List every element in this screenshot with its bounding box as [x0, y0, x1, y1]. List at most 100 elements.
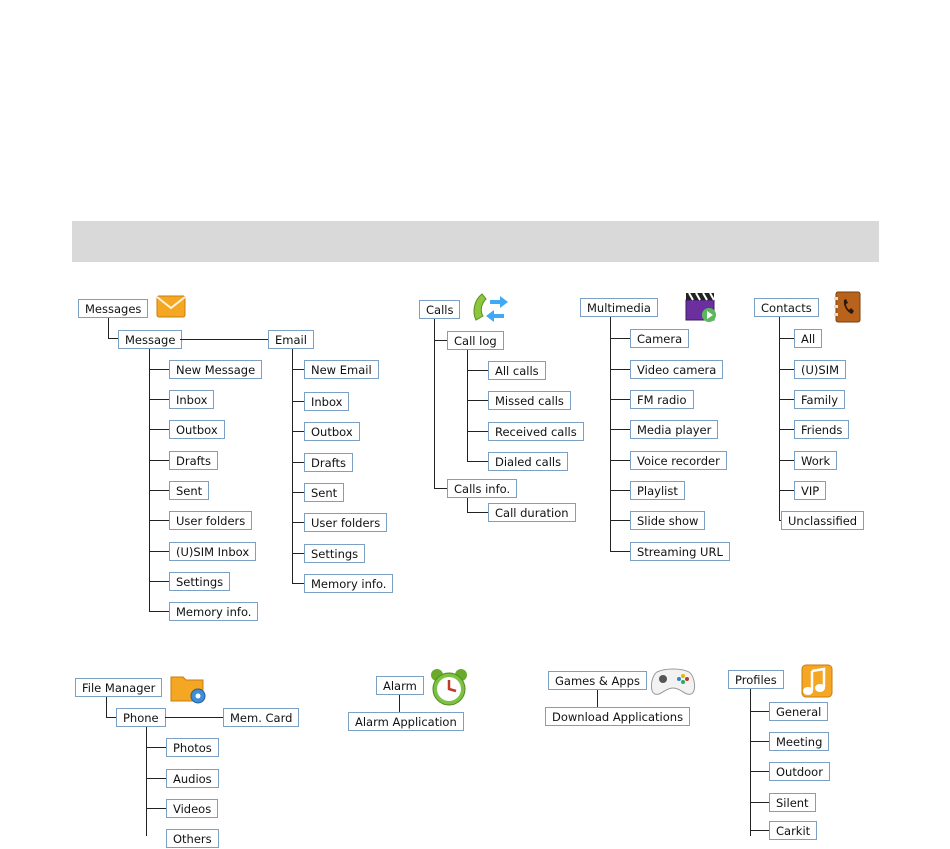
message-item: Settings	[169, 572, 231, 591]
connector	[292, 553, 304, 554]
message-node: Message	[118, 330, 183, 349]
connector	[292, 431, 304, 432]
connector	[779, 369, 794, 370]
call-log-item: Dialed calls	[488, 452, 569, 471]
phone-item: Audios	[166, 769, 219, 788]
multimedia-item: Streaming URL	[630, 542, 730, 561]
connector	[149, 399, 169, 400]
connector	[149, 551, 169, 552]
connector	[149, 349, 150, 611]
phone-node: Phone	[116, 708, 166, 727]
connector	[146, 727, 147, 836]
connector	[467, 370, 488, 371]
connector	[750, 689, 751, 836]
alarm-item: Alarm Application	[348, 712, 464, 731]
connector	[750, 711, 769, 712]
connector	[108, 338, 118, 339]
envelope-icon	[156, 295, 186, 318]
address-book-icon	[834, 291, 861, 323]
alarm-clock-icon	[431, 669, 467, 706]
message-item: User folders	[169, 511, 253, 530]
connector	[149, 460, 169, 461]
connector	[146, 808, 166, 809]
contacts-node: Contacts	[754, 298, 819, 317]
call-log-item: Missed calls	[488, 391, 571, 410]
connector	[146, 778, 166, 779]
multimedia-item: Slide show	[630, 511, 706, 530]
connector	[292, 401, 304, 402]
connector	[149, 490, 169, 491]
connector	[292, 369, 304, 370]
connector	[597, 690, 598, 707]
multimedia-item: Camera	[630, 329, 690, 348]
contacts-item: All	[794, 329, 823, 348]
calls-info-node: Calls info.	[447, 479, 518, 498]
message-item: Memory info.	[169, 602, 259, 621]
message-item: New Message	[169, 360, 263, 379]
connector	[292, 522, 304, 523]
phone-item: Others	[166, 829, 219, 848]
connector	[292, 492, 304, 493]
connector	[610, 460, 630, 461]
phone-arrows-icon	[473, 293, 508, 322]
alarm-node: Alarm	[376, 676, 424, 695]
profiles-item: Carkit	[769, 821, 818, 840]
connector	[779, 317, 780, 520]
message-item: Inbox	[169, 390, 215, 409]
connector	[610, 520, 630, 521]
email-item: Sent	[304, 483, 345, 502]
connector	[610, 369, 630, 370]
email-node: Email	[268, 330, 314, 349]
connector	[149, 581, 169, 582]
connector	[149, 369, 169, 370]
call-log-item: Received calls	[488, 422, 584, 441]
message-item: Sent	[169, 481, 210, 500]
phone-item: Videos	[166, 799, 219, 818]
email-item: User folders	[304, 513, 388, 532]
multimedia-item: Voice recorder	[630, 451, 727, 470]
connector	[467, 498, 468, 512]
contacts-item: VIP	[794, 481, 827, 500]
connector	[467, 512, 488, 513]
profiles-item: Silent	[769, 793, 816, 812]
email-item: New Email	[304, 360, 379, 379]
connector	[610, 317, 611, 551]
connector	[149, 611, 169, 612]
call-log-item: All calls	[488, 361, 546, 380]
gamepad-icon	[650, 668, 696, 695]
connector	[399, 695, 400, 712]
connector	[750, 771, 769, 772]
message-item: Drafts	[169, 451, 218, 470]
clapperboard-icon	[685, 292, 716, 322]
message-item: Outbox	[169, 420, 225, 439]
connector	[750, 741, 769, 742]
multimedia-node: Multimedia	[580, 298, 658, 317]
connector	[610, 338, 630, 339]
connector	[779, 429, 794, 430]
email-item: Outbox	[304, 422, 360, 441]
connector	[779, 520, 781, 521]
connector	[610, 551, 630, 552]
music-note-icon	[801, 664, 833, 698]
contacts-item: Unclassified	[781, 511, 865, 530]
connector	[292, 462, 304, 463]
connector	[779, 399, 794, 400]
email-item: Memory info.	[304, 574, 394, 593]
games-node: Games & Apps	[548, 671, 647, 690]
connector	[434, 340, 447, 341]
connector	[292, 349, 293, 583]
email-item: Inbox	[304, 392, 350, 411]
contacts-item: Family	[794, 390, 846, 409]
connector	[106, 697, 107, 717]
connector	[180, 339, 268, 340]
games-item: Download Applications	[545, 707, 691, 726]
message-item: (U)SIM Inbox	[169, 542, 257, 561]
connector	[779, 490, 794, 491]
phone-item: Photos	[166, 738, 219, 757]
connector	[106, 717, 116, 718]
folder-gear-icon	[170, 676, 206, 704]
email-item: Drafts	[304, 453, 353, 472]
connector	[146, 747, 166, 748]
mem-card-node: Mem. Card	[223, 708, 300, 727]
contacts-item: Work	[794, 451, 838, 470]
